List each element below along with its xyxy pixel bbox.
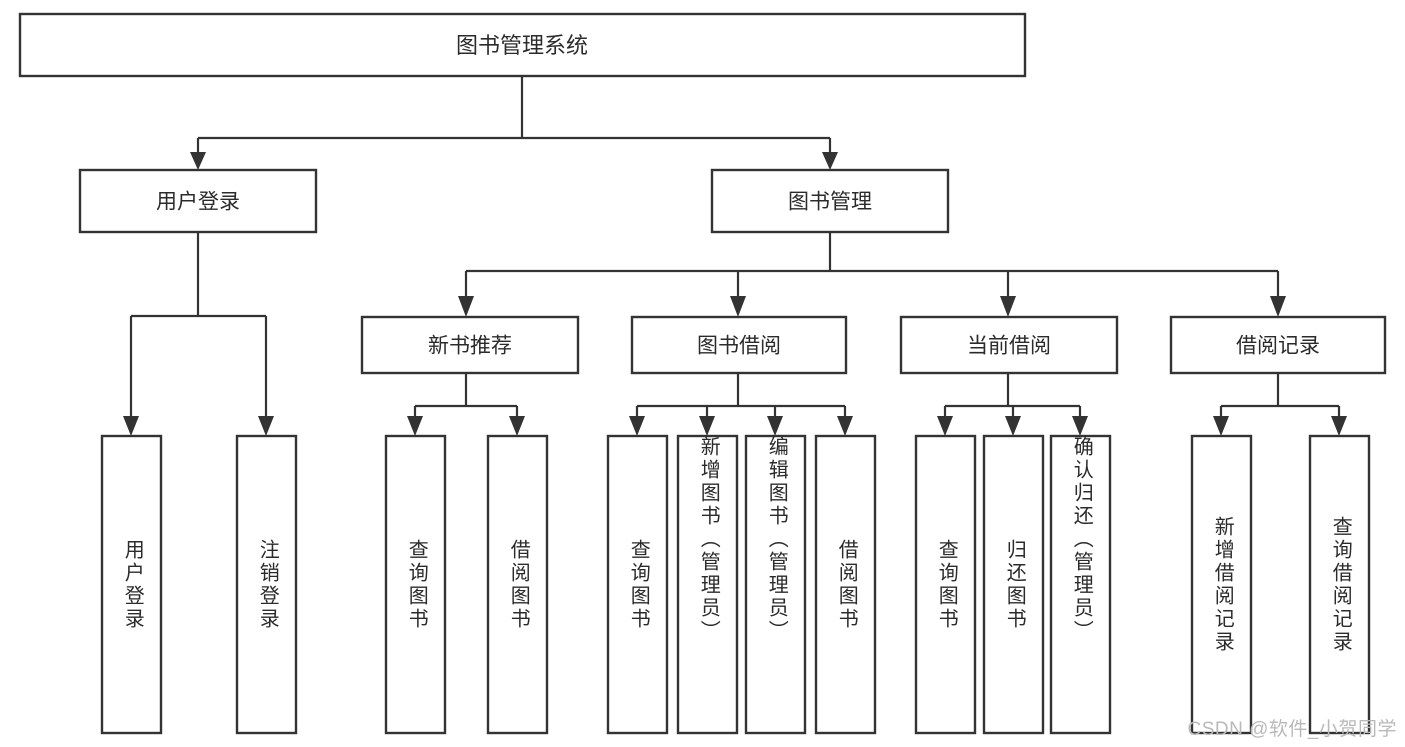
leaf-boxes <box>100 434 1371 735</box>
node-current-borrow[interactable]: 当前借阅 <box>899 315 1119 375</box>
arrow-leaf-query-record <box>1331 416 1347 436</box>
arrow-leaf-query-book-3 <box>937 416 953 436</box>
node-current-borrow-label: 当前借阅 <box>967 335 1051 358</box>
connectors-new-book-recommend-to-leaves <box>407 373 525 436</box>
arrow-leaf-logout-login <box>258 416 274 436</box>
leaf-query-book-1-box[interactable] <box>384 434 447 735</box>
leaf-edit-book-box[interactable] <box>744 434 807 735</box>
node-user-login[interactable]: 用户登录 <box>78 168 318 234</box>
node-user-login-label: 用户登录 <box>156 191 240 214</box>
leaf-borrow-book-2-box[interactable] <box>814 434 877 735</box>
connectors-user-login-to-leaves <box>123 232 274 436</box>
arrow-to-user-login <box>190 152 206 170</box>
node-book-management-box[interactable] <box>710 168 950 234</box>
leaf-add-record-box[interactable] <box>1190 434 1253 735</box>
node-book-borrow-label: 图书借阅 <box>697 335 781 358</box>
node-current-borrow-box[interactable] <box>899 315 1119 375</box>
arrow-leaf-borrow-book-1 <box>509 416 525 436</box>
arrow-leaf-query-book-2 <box>629 416 645 436</box>
leaf-borrow-book-1-box[interactable] <box>486 434 549 735</box>
node-new-book-recommend-label: 新书推荐 <box>428 335 512 358</box>
node-user-login-box[interactable] <box>78 168 318 234</box>
leaf-user-login-box[interactable] <box>100 434 163 735</box>
node-root-system-label: 图书管理系统 <box>456 33 588 58</box>
arrow-to-borrow-record <box>1270 296 1286 317</box>
arrow-to-book-management <box>822 152 838 170</box>
node-new-book-recommend-box[interactable] <box>360 315 580 375</box>
csdn-watermark: CSDN @软件_小贺同学 <box>1187 719 1397 740</box>
leaf-query-book-3-box[interactable] <box>914 434 977 735</box>
arrow-leaf-add-book <box>699 416 715 436</box>
node-borrow-record-label: 借阅记录 <box>1236 335 1320 358</box>
connectors-book-borrow-to-leaves <box>629 373 853 436</box>
connectors-borrow-record-to-leaves <box>1213 373 1347 436</box>
arrow-to-new-book-recommend <box>458 296 474 317</box>
leaf-query-record-box[interactable] <box>1308 434 1371 735</box>
leaf-logout-login-box[interactable] <box>235 434 298 735</box>
arrow-leaf-confirm-return <box>1072 416 1088 436</box>
arrow-leaf-query-book-1 <box>407 416 423 436</box>
node-root-system[interactable]: 图书管理系统 <box>18 12 1027 78</box>
node-borrow-record[interactable]: 借阅记录 <box>1169 315 1387 375</box>
node-book-borrow-box[interactable] <box>630 315 848 375</box>
node-book-borrow[interactable]: 图书借阅 <box>630 315 848 375</box>
leaf-add-book-box[interactable] <box>676 434 739 735</box>
leaf-confirm-return-box[interactable] <box>1049 434 1112 735</box>
arrow-to-current-borrow <box>1000 296 1016 317</box>
node-borrow-record-box[interactable] <box>1169 315 1387 375</box>
arrow-leaf-edit-book <box>767 416 783 436</box>
arrow-leaf-user-login <box>123 416 139 436</box>
arrow-leaf-add-record <box>1213 416 1229 436</box>
leaf-return-book-box[interactable] <box>982 434 1045 735</box>
connectors-book-management-to-level3 <box>458 232 1286 317</box>
node-book-management[interactable]: 图书管理 <box>710 168 950 234</box>
node-book-management-label: 图书管理 <box>788 191 872 214</box>
arrow-to-book-borrow <box>730 296 746 317</box>
arrow-leaf-borrow-book-2 <box>837 416 853 436</box>
arrow-leaf-return-book <box>1005 416 1021 436</box>
leaf-query-book-2-box[interactable] <box>606 434 669 735</box>
connectors-root-to-level2 <box>190 76 838 170</box>
connectors-current-borrow-to-leaves <box>937 373 1088 436</box>
node-root-system-box[interactable] <box>18 12 1027 78</box>
node-new-book-recommend[interactable]: 新书推荐 <box>360 315 580 375</box>
